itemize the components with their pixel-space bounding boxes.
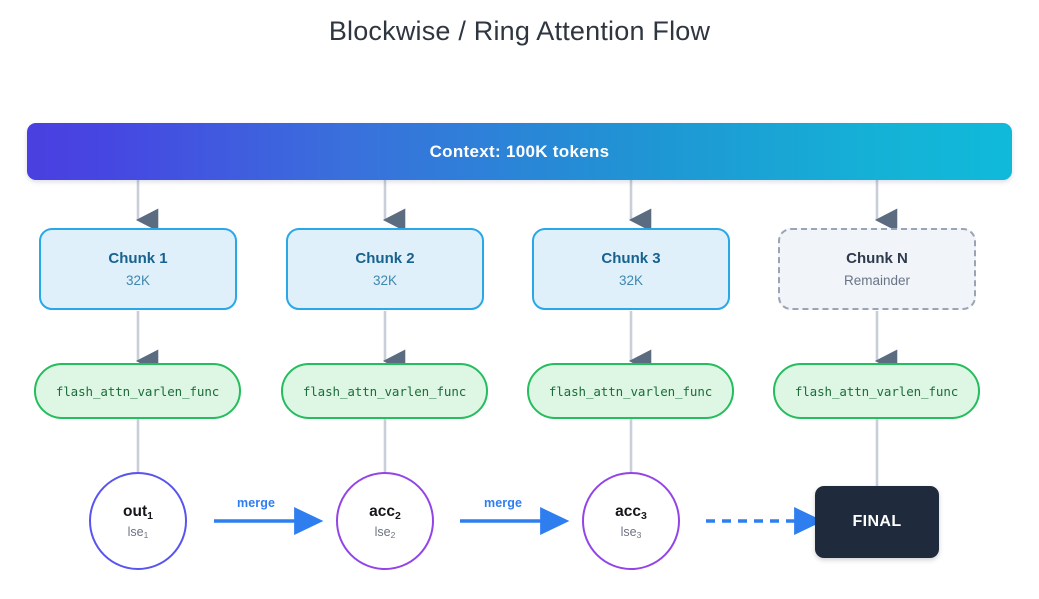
kernel-node-1[interactable]: flash_attn_varlen_func [34,363,241,419]
context-banner[interactable]: Context: 100K tokens [27,123,1012,180]
chunk-title: Chunk 3 [601,249,661,267]
chunk-node-n[interactable]: Chunk N Remainder [778,228,976,310]
kernel-label: flash_attn_varlen_func [548,383,713,399]
chunk-node-2[interactable]: Chunk 2 32K [286,228,484,310]
kernel-label: flash_attn_varlen_func [794,383,959,399]
kernel-node-3[interactable]: flash_attn_varlen_func [527,363,734,419]
chunk-subtitle: 32K [618,273,644,289]
final-label: FINAL [852,513,902,530]
chunk-subtitle: Remainder [843,273,911,289]
accumulator-main-label: acc3 [615,503,647,522]
chunk-node-1[interactable]: Chunk 1 32K [39,228,237,310]
chunk-subtitle: 32K [125,273,151,289]
kernel-label: flash_attn_varlen_func [302,383,467,399]
accumulator-lse-label: lse1 [127,525,149,541]
accumulator-node-1[interactable]: out1 lse1 [89,472,187,570]
page-title: Blockwise / Ring Attention Flow [328,16,711,46]
accumulator-node-3[interactable]: acc3 lse3 [582,472,680,570]
chunk-title: Chunk 1 [108,249,168,267]
chunk-node-3[interactable]: Chunk 3 32K [532,228,730,310]
connectors-kernels-to-outputs [136,419,879,486]
chunk-subtitle: 32K [372,273,398,289]
accumulator-node-2[interactable]: acc2 lse2 [336,472,434,570]
accumulator-main-label: out1 [123,503,153,522]
context-banner-label: Context: 100K tokens [429,141,610,161]
kernel-label: flash_attn_varlen_func [55,383,220,399]
connectors-banner-to-chunks [135,180,898,232]
merge-label-1: merge [237,496,276,510]
accumulator-lse-label: lse3 [620,525,642,541]
final-node[interactable]: FINAL [815,486,939,558]
kernel-node-2[interactable]: flash_attn_varlen_func [281,363,488,419]
accumulator-lse-label: lse2 [374,525,396,541]
kernel-node-n[interactable]: flash_attn_varlen_func [773,363,980,419]
chunk-title: Chunk N [846,249,908,267]
accumulator-main-label: acc2 [369,503,401,522]
merge-label-2: merge [484,496,523,510]
connectors-chunks-to-kernels [135,311,898,373]
chunk-title: Chunk 2 [355,249,415,267]
